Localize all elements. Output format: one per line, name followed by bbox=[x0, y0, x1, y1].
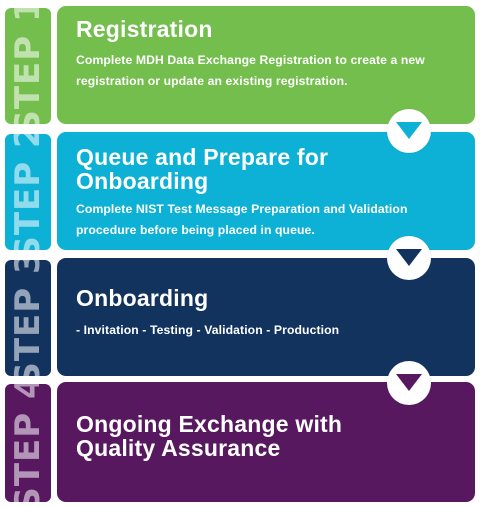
step-4-tab: STEP 4 bbox=[5, 384, 51, 502]
step-2-to-3-connector bbox=[387, 236, 431, 280]
step-1-tab: STEP 1 bbox=[5, 8, 51, 124]
step-1-tab-label: STEP 1 bbox=[8, 8, 48, 124]
step-2-tab: STEP 2 bbox=[5, 134, 51, 250]
step-2-tab-label: STEP 2 bbox=[8, 134, 48, 250]
step-2-title: Queue and Prepare for Onboarding bbox=[76, 144, 329, 194]
step-1-description: Complete MDH Data Exchange Registration … bbox=[76, 53, 425, 88]
step-2-description: Complete NIST Test Message Preparation a… bbox=[76, 202, 408, 237]
step-1-box: Registration Complete MDH Data Exchange … bbox=[57, 6, 475, 124]
step-3-title: Onboarding bbox=[76, 285, 209, 311]
step-4-box: Ongoing Exchange with Quality Assurance bbox=[57, 382, 475, 502]
step-3-description: - Invitation - Testing - Validation - Pr… bbox=[76, 323, 340, 337]
step-1-to-2-connector bbox=[387, 109, 431, 153]
down-arrow-icon bbox=[396, 374, 422, 391]
down-arrow-icon bbox=[396, 122, 422, 139]
step-3-to-4-connector bbox=[387, 361, 431, 405]
step-4-title: Ongoing Exchange with Quality Assurance bbox=[76, 411, 343, 461]
step-4-tab-label: STEP 4 bbox=[8, 384, 48, 502]
down-arrow-icon bbox=[396, 249, 422, 266]
step-1-title: Registration bbox=[76, 16, 213, 42]
step-3-tab-label: STEP 3 bbox=[8, 260, 48, 376]
step-3-tab: STEP 3 bbox=[5, 260, 51, 376]
